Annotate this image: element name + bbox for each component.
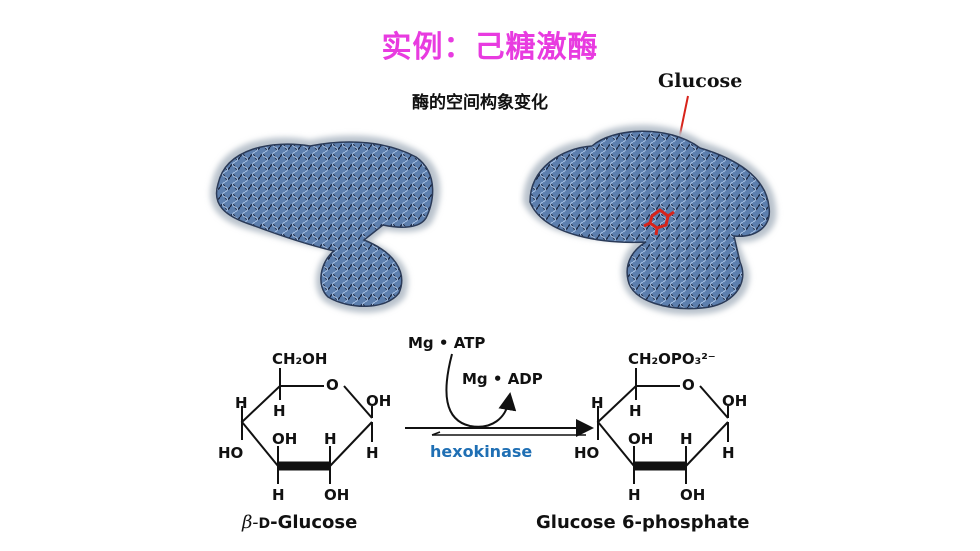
product-c4-h: H — [591, 394, 604, 412]
substrate-c2-oh: OH — [324, 486, 349, 504]
substrate-ring-o: O — [326, 376, 339, 394]
slide-title: 实例：己糖激酶 — [381, 30, 599, 65]
product-c2-oh: OH — [680, 486, 705, 504]
product-name: Glucose 6-phosphate — [536, 512, 749, 533]
bound-glucose-ligand — [643, 208, 675, 236]
product-c2-h: H — [680, 430, 693, 448]
hexokinase-reaction-scheme: CH₂OH O H HO H OH H OH H H OH β-D-Glucos… — [218, 334, 749, 533]
product-c1-h: H — [722, 444, 735, 462]
figure-subtitle: 酶的空间构象变化 — [412, 93, 548, 113]
substrate-c1-h: H — [366, 444, 379, 462]
product-c1-oh: OH — [722, 392, 747, 410]
glucose-label: Glucose — [658, 70, 743, 92]
substrate-c4-ho: HO — [218, 444, 243, 462]
substrate-c2-h: H — [324, 430, 337, 448]
glucose-6-phosphate-structure: CH₂OPO₃²⁻ O H HO H OH H OH H H OH — [574, 350, 747, 504]
hexokinase-closed-structure — [523, 124, 777, 315]
product-c3-oh: OH — [628, 430, 653, 448]
substrate-c3-oh: OH — [272, 430, 297, 448]
product-c5-h: H — [629, 402, 642, 420]
substrate-c4-h: H — [235, 394, 248, 412]
substrate-ch2oh-label: CH₂OH — [272, 350, 327, 368]
hexokinase-open-structure — [210, 135, 441, 313]
substrate-c1-oh: OH — [366, 392, 391, 410]
substrate-c5-h: H — [273, 402, 286, 420]
product-ring-o: O — [682, 376, 695, 394]
substrate-name: β-D-Glucose — [241, 512, 357, 533]
product-c4-ho: HO — [574, 444, 599, 462]
product-phosphate-group: CH₂OPO₃²⁻ — [628, 350, 716, 368]
substrate-c3-h: H — [272, 486, 285, 504]
product-c3-h: H — [628, 486, 641, 504]
beta-d-glucose-structure: CH₂OH O H HO H OH H OH H H OH — [218, 350, 391, 504]
mg-atp-label: Mg • ATP — [408, 334, 485, 352]
enzyme-name: hexokinase — [430, 442, 532, 461]
mg-adp-label: Mg • ADP — [462, 370, 543, 388]
cofactor-curved-arrow — [445, 353, 517, 428]
